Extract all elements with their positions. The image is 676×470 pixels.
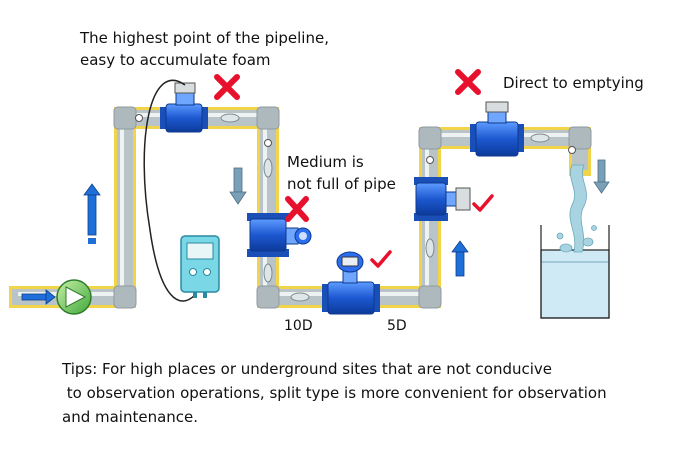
tank [540,225,610,319]
label-highest-point-line1: The highest point of the pipeline, [80,29,329,47]
flow-arrow-up-right-icon [451,240,469,277]
flow-meter-direct-emptying [470,101,524,157]
wrong-mark-icon [214,74,240,100]
flow-meter-highest-point [160,82,208,133]
label-highest-point-line2: easy to accumulate foam [80,51,271,69]
pump [56,279,92,315]
wrong-mark-icon [285,196,309,222]
tips-text: Tips: For high places or underground sit… [62,357,662,429]
check-marks [370,194,494,268]
wrong-marks [214,69,481,222]
tips-line-1: Tips: For high places or underground sit… [62,360,553,378]
flow-arrow-up-left-icon [83,183,101,244]
label-5d: 5D [387,318,407,334]
water-stream [556,164,597,253]
flow-meter-correct-bottom [322,251,380,315]
label-medium-line2: not full of pipe [287,175,396,193]
converter-unit [180,235,220,298]
tips-line-3: and maintenance. [62,408,199,426]
label-medium-line1: Medium is [287,153,364,171]
check-mark-icon [370,250,392,268]
label-direct-emptying: Direct to emptying [503,74,644,92]
flow-meter-correct-right [414,177,471,221]
wrong-mark-icon [455,69,481,95]
flow-meter-not-full [247,213,312,257]
flow-arrow-down-outlet-icon [593,159,610,194]
flow-arrows [21,159,610,305]
check-mark-icon [472,194,494,212]
signal-cable [143,79,196,302]
label-10d: 10D [284,318,313,334]
flow-arrow-inlet-icon [21,289,56,305]
flow-arrow-down-mid-icon [229,167,247,205]
tips-line-2: to observation operations, split type is… [62,384,607,402]
